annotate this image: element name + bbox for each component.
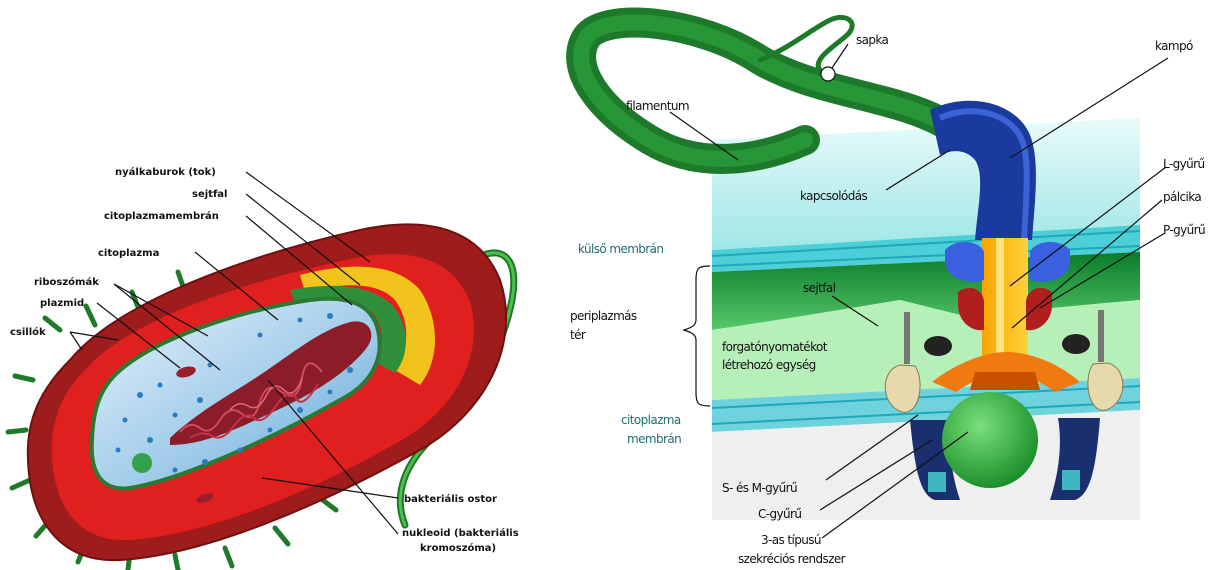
rod [982, 238, 1028, 358]
label-junction: kapcsolódás [800, 189, 868, 203]
label-rod: pálcika [1163, 190, 1201, 204]
label-flagellum: bakteriális ostor [404, 493, 497, 505]
bacterial-cell: nyálkaburok (tok) sejtfal citoplazmamemb… [8, 166, 519, 570]
cap [821, 67, 835, 81]
label-t3ss-1: 3-as típusú [761, 533, 821, 547]
label-plasmid: plazmid [40, 298, 84, 309]
label-cap: sapka [856, 33, 889, 47]
label-cytoplasm: citoplazma [98, 248, 159, 259]
label-nucleoid-1: nukleoid (bakteriális [402, 527, 519, 539]
label-l-ring: L-gyűrű [1163, 157, 1204, 171]
label-nucleoid-2: kromoszóma) [420, 542, 496, 554]
label-cell-wall-motor: sejtfal [803, 281, 836, 295]
label-t3ss-2: szekréciós rendszer [738, 552, 846, 566]
label-p-ring: P-gyűrű [1163, 223, 1205, 237]
label-cyto-membrane-2: membrán [627, 432, 681, 446]
label-hook: kampó [1155, 39, 1193, 53]
label-sm-ring: S- és M-gyűrű [722, 481, 797, 495]
label-ribosomes: riboszómák [34, 276, 99, 288]
periplasm-brace [684, 266, 710, 406]
label-cell-wall: sejtfal [192, 189, 227, 200]
label-pili: csillók [10, 326, 46, 338]
flagellar-motor: sapka kampó filamentum kapcsolódás L-gyű… [570, 17, 1205, 566]
label-periplasmic-2: tér [570, 328, 586, 342]
label-capsule: nyálkaburok (tok) [115, 166, 216, 178]
label-outer-membrane: külső membrán [578, 242, 663, 256]
label-cyto-membrane-1: citoplazma [621, 413, 681, 427]
label-filament: filamentum [626, 99, 689, 113]
label-torque-1: forgatónyomatékot [722, 340, 828, 354]
inclusion-granule [132, 453, 152, 473]
label-c-ring: C-gyűrű [758, 507, 801, 521]
label-torque-2: létrehozó egység [722, 358, 816, 372]
label-cytoplasmic-membrane: citoplazmamembrán [104, 210, 219, 222]
label-periplasmic-1: periplazmás [570, 309, 637, 323]
